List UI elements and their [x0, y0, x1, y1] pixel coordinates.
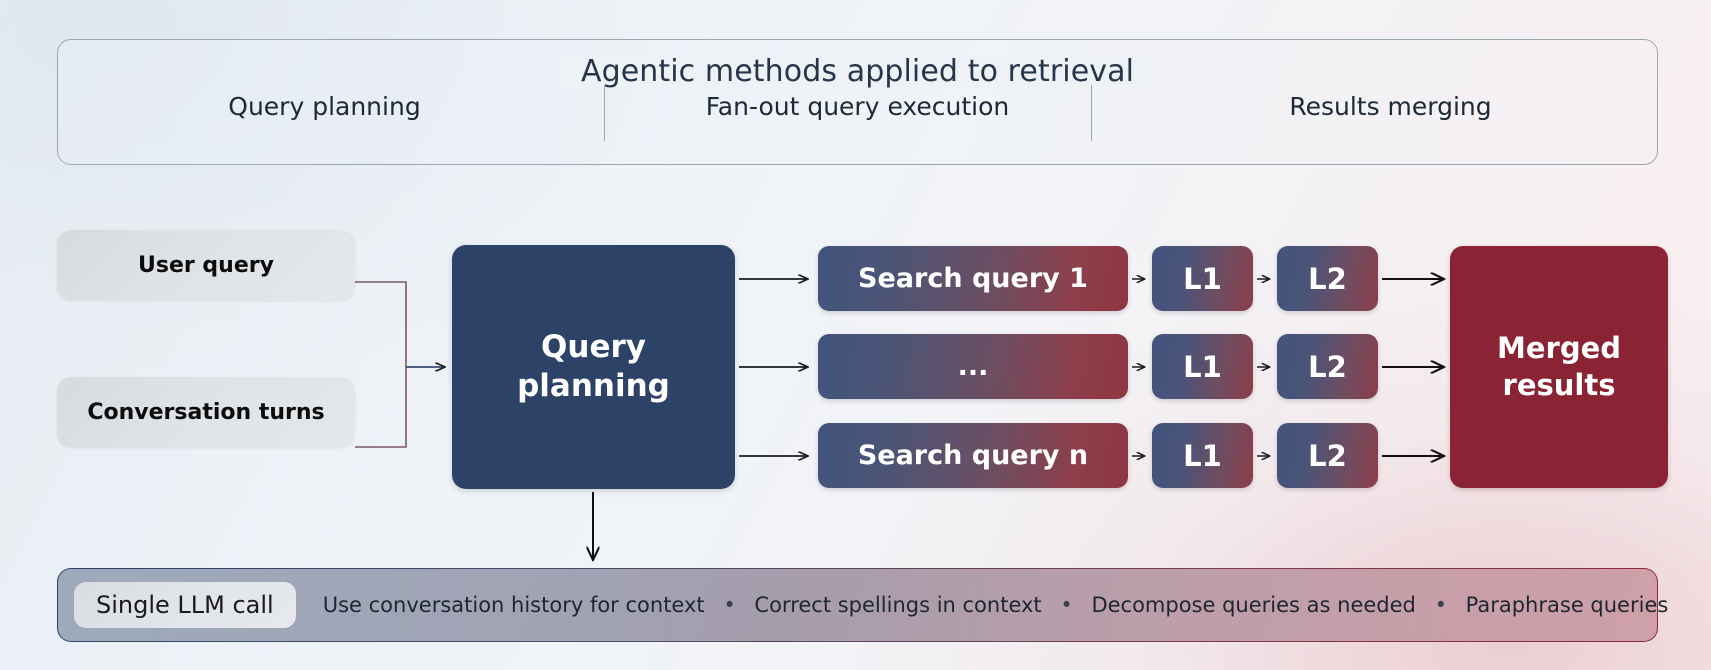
node-user-query[interactable]: User query: [57, 230, 355, 300]
node-merged-results[interactable]: Merged results: [1450, 246, 1668, 488]
single-llm-call-panel: Single LLM call Use conversation history…: [57, 568, 1668, 642]
node-row1-stage-l2[interactable]: L2: [1277, 246, 1378, 311]
column-header-results-merging: Results merging: [1289, 92, 1492, 121]
node-row2-stage-l2-label: L2: [1308, 349, 1347, 384]
node-search-query-1[interactable]: Search query 1: [818, 246, 1128, 311]
panel-title: Agentic methods applied to retrieval: [558, 57, 1157, 87]
node-search-query-ellipsis-label: ...: [957, 351, 989, 382]
panel-column-headers: Query planning Fan-out query execution R…: [58, 92, 1657, 121]
column-divider-2: [1091, 85, 1093, 141]
node-query-planning-line2: planning: [517, 368, 670, 404]
bullet-separator-0: •: [723, 593, 736, 617]
responsibility-0: Use conversation history for context: [322, 593, 705, 617]
node-search-query-n[interactable]: Search query n: [818, 423, 1128, 488]
node-search-query-n-label: Search query n: [857, 440, 1089, 471]
responsibility-1: Correct spellings in context: [754, 593, 1042, 617]
node-row1-stage-l1[interactable]: L1: [1152, 246, 1253, 311]
node-row3-stage-l1[interactable]: L1: [1152, 423, 1253, 488]
node-row2-stage-l2[interactable]: L2: [1277, 334, 1378, 399]
node-search-query-1-label: Search query 1: [858, 263, 1088, 294]
single-llm-call-pill: Single LLM call: [74, 582, 296, 628]
node-row3-stage-l2-label: L2: [1308, 438, 1347, 473]
node-query-planning[interactable]: Query planning: [452, 245, 735, 489]
node-row2-stage-l1-label: L1: [1183, 349, 1222, 384]
bullet-separator-1: •: [1060, 593, 1073, 617]
responsibility-3: Paraphrase queries: [1465, 593, 1669, 617]
agentic-methods-panel: Agentic methods applied to retrieval Que…: [57, 39, 1658, 165]
node-merged-results-line1: Merged: [1496, 331, 1621, 366]
node-row1-stage-l1-label: L1: [1183, 261, 1222, 296]
column-header-query-planning: Query planning: [228, 92, 421, 121]
node-row3-stage-l1-label: L1: [1183, 438, 1222, 473]
node-conversation-turns-label: Conversation turns: [87, 399, 325, 425]
node-row3-stage-l2[interactable]: L2: [1277, 423, 1378, 488]
column-header-fan-out-query-execution: Fan-out query execution: [705, 92, 1010, 121]
inputs-to-planner-connector: [355, 281, 407, 448]
node-query-planning-line1: Query: [541, 328, 646, 365]
llm-call-responsibilities: Use conversation history for context • C…: [323, 593, 1669, 617]
column-divider-1: [604, 85, 606, 141]
responsibility-2: Decompose queries as needed: [1091, 593, 1416, 617]
bullet-separator-2: •: [1434, 593, 1447, 617]
node-row1-stage-l2-label: L2: [1308, 261, 1347, 296]
node-row2-stage-l1[interactable]: L1: [1152, 334, 1253, 399]
node-merged-results-line2: results: [1502, 368, 1616, 402]
node-conversation-turns[interactable]: Conversation turns: [57, 377, 355, 447]
node-search-query-ellipsis[interactable]: ...: [818, 334, 1128, 399]
node-user-query-label: User query: [138, 252, 274, 278]
planner-to-queries-arrows: [739, 279, 808, 456]
stages-to-merged-arrows: [1382, 279, 1444, 456]
